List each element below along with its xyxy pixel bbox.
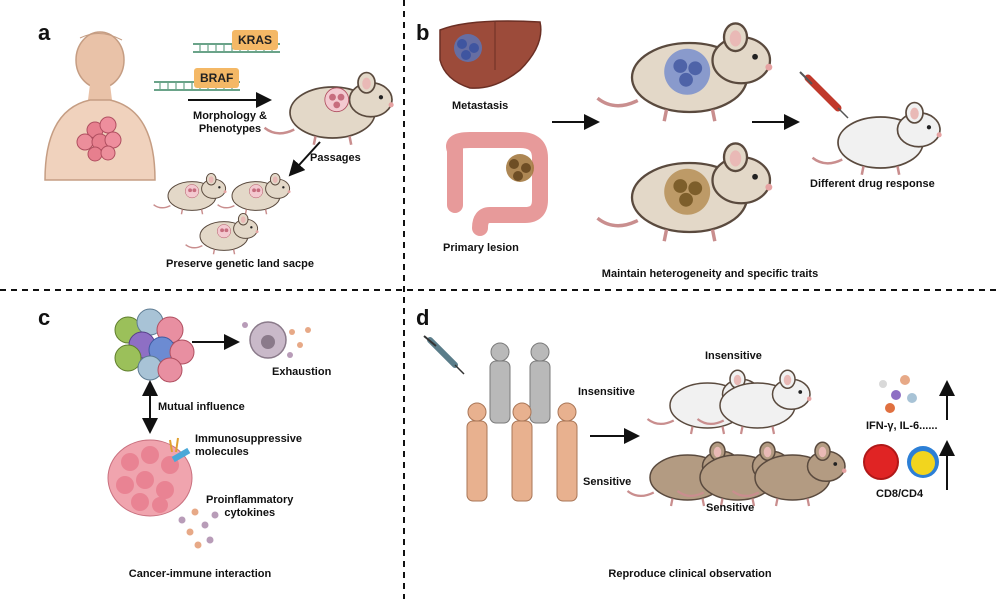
panel-b-caption: Maintain heterogeneity and specific trai…	[601, 268, 819, 280]
cd8-cell-icon	[863, 444, 899, 480]
exhausted-cell-icon	[242, 321, 311, 359]
human-group-sensitive-icon	[466, 402, 578, 502]
morphology-label: Morphology & Phenotypes	[193, 110, 267, 135]
insensitive-human-label: Insensitive	[578, 386, 635, 398]
tumor-mass-icon	[107, 437, 193, 517]
immunosuppressive-label: Immunosuppressive molecules	[195, 433, 302, 458]
cd4-cell-icon	[907, 446, 939, 478]
mouse-donor-icon	[263, 71, 395, 147]
panel-c-letter: c	[38, 305, 51, 330]
cd8-cd4-label: CD8/CD4	[876, 488, 924, 500]
mouse-metastasis-icon	[595, 21, 775, 123]
panel-c-caption: Cancer-immune interaction	[128, 568, 272, 580]
metastasis-label: Metastasis	[452, 100, 509, 112]
panel-a-caption: Preserve genetic land sacpe	[166, 258, 314, 270]
sensitive-mice-label: Sensitive	[706, 502, 755, 514]
tumor-cluster-icon	[76, 116, 122, 162]
panel-b	[439, 20, 943, 243]
gene-tag-braf: BRAF	[194, 68, 240, 88]
cytokine-dots-icon	[178, 508, 219, 549]
human-group-insensitive-icon	[489, 342, 551, 424]
proinflammatory-label: Proinflammatory cytokines	[206, 494, 294, 519]
colon-icon	[446, 132, 548, 236]
panel-a-letter: a	[38, 20, 51, 45]
panel-b-letter: b	[416, 20, 430, 45]
primary-lesion-label: Primary lesion	[443, 242, 519, 254]
panel-d	[423, 335, 955, 508]
sensitive-human-label: Sensitive	[583, 476, 632, 488]
syringe-icon	[799, 71, 849, 119]
exhaustion-label: Exhaustion	[272, 366, 332, 378]
passages-label: Passages	[310, 152, 361, 164]
panel-c	[107, 308, 311, 549]
panel-d-caption: Reproduce clinical observation	[608, 568, 772, 580]
panel-a	[44, 31, 395, 255]
gene-tag-kras: KRAS	[232, 30, 279, 50]
panel-d-letter: d	[416, 305, 430, 330]
syringe-d-icon	[423, 335, 465, 375]
immune-cell-cluster-icon	[114, 308, 195, 383]
liver-icon	[439, 20, 542, 89]
cytokine-d-dots-icon	[879, 375, 917, 413]
mouse-passage-1-icon	[152, 172, 228, 215]
insensitive-mice-label: Insensitive	[705, 350, 762, 362]
drug-response-label: Different drug response	[810, 178, 935, 190]
mouse-passage-2-icon	[216, 172, 292, 215]
mutual-influence-label: Mutual influence	[158, 401, 245, 413]
mouse-passage-3-icon	[184, 212, 260, 255]
mouse-primary-icon	[595, 141, 775, 243]
cytokine-label: IFN-γ, IL-6......	[866, 420, 938, 432]
arrow-passages	[288, 141, 321, 177]
mouse-treated-icon	[811, 101, 943, 177]
